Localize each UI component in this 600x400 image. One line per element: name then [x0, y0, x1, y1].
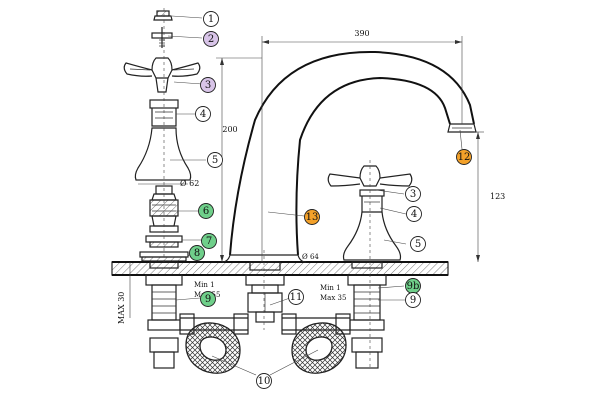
- dim-width-label: 390: [354, 29, 369, 38]
- dimension-lines: [129, 8, 484, 370]
- callout-c5b: 5: [410, 236, 426, 252]
- callout-c9c: 9: [405, 292, 421, 308]
- callout-c6: 6: [198, 203, 214, 219]
- leader-lines: [167, 15, 463, 376]
- dim-height-label: 200: [222, 125, 237, 134]
- callout-number: 5: [212, 155, 218, 166]
- callout-number: 3: [410, 189, 416, 200]
- spout-body: [221, 50, 477, 263]
- callout-c2: 2: [203, 31, 219, 47]
- callout-circle: [406, 206, 422, 222]
- under-counter-fittings: [145, 261, 387, 374]
- dim-spout-height-label: 123: [490, 192, 505, 201]
- callout-number: 5: [415, 239, 421, 250]
- callout-number: 2: [208, 34, 214, 45]
- callout-c3: 3: [200, 77, 216, 93]
- screw-part: [151, 27, 173, 48]
- index-cap-part: [153, 10, 173, 21]
- callout-circle: [189, 245, 205, 261]
- callout-circle: [203, 31, 219, 47]
- callout-number: 9: [410, 295, 416, 306]
- callout-c8: 8: [189, 245, 205, 261]
- callout-c9b: 9b: [405, 278, 421, 294]
- callout-number: 3: [205, 80, 211, 91]
- dim-handle-diameter-label: Ø 62: [180, 179, 199, 188]
- callout-number: 6: [203, 206, 209, 217]
- callout-number: 4: [200, 109, 206, 120]
- dim-spout-diameter-label: Ø 64: [302, 253, 319, 261]
- callout-c13: 13: [304, 209, 320, 225]
- callout-circle: [198, 203, 214, 219]
- callout-c5: 5: [207, 152, 223, 168]
- dim-right-max-label: Max 35: [320, 294, 346, 302]
- callout-circle: [405, 186, 421, 202]
- callout-c7: 7: [201, 233, 217, 249]
- right-shank: [347, 261, 387, 369]
- callout-circle: [203, 11, 219, 27]
- callout-number: 4: [411, 209, 417, 220]
- callout-circle: [200, 77, 216, 93]
- exploded-handle-assembly: [123, 10, 201, 262]
- callout-circle: [195, 106, 211, 122]
- callout-c10: 10: [256, 373, 272, 389]
- callout-c4b: 4: [406, 206, 422, 222]
- callout-number: 11: [290, 292, 303, 303]
- callout-number: 9: [205, 294, 211, 305]
- bell-cover-part: [134, 127, 192, 185]
- callout-number: 10: [258, 376, 271, 387]
- callout-number: 1: [208, 14, 214, 25]
- callout-circle: [304, 209, 320, 225]
- flexible-hose-loops: [185, 322, 347, 374]
- callout-circle: [456, 149, 472, 165]
- assembled-right-handle: [327, 165, 413, 261]
- callout-number: 7: [206, 236, 212, 247]
- dim-max-thickness-label: MAX 30: [117, 292, 126, 324]
- left-shank: [145, 261, 183, 369]
- cross-handle-part: [123, 57, 201, 93]
- callout-c11: 11: [288, 289, 304, 305]
- callout-circle: [207, 152, 223, 168]
- dim-right-min-label: Min 1: [320, 284, 341, 292]
- callout-c3b: 3: [405, 186, 421, 202]
- callout-circle: [256, 373, 272, 389]
- callout-circle: [201, 233, 217, 249]
- callout-circle: [288, 289, 304, 305]
- callout-circle: [410, 236, 426, 252]
- spout-shank: [245, 261, 285, 323]
- callout-c9: 9: [200, 291, 216, 307]
- callout-c1: 1: [203, 11, 219, 27]
- dim-left-min-label: Min 1: [194, 281, 215, 289]
- callout-c4: 4: [195, 106, 211, 122]
- callout-number: 9b: [407, 281, 420, 292]
- callout-c12: 12: [456, 149, 472, 165]
- callout-number: 12: [458, 152, 471, 163]
- callout-number: 8: [194, 248, 200, 259]
- callout-number: 13: [306, 212, 319, 223]
- callout-circle: [405, 292, 421, 308]
- callout-circle: [200, 291, 216, 307]
